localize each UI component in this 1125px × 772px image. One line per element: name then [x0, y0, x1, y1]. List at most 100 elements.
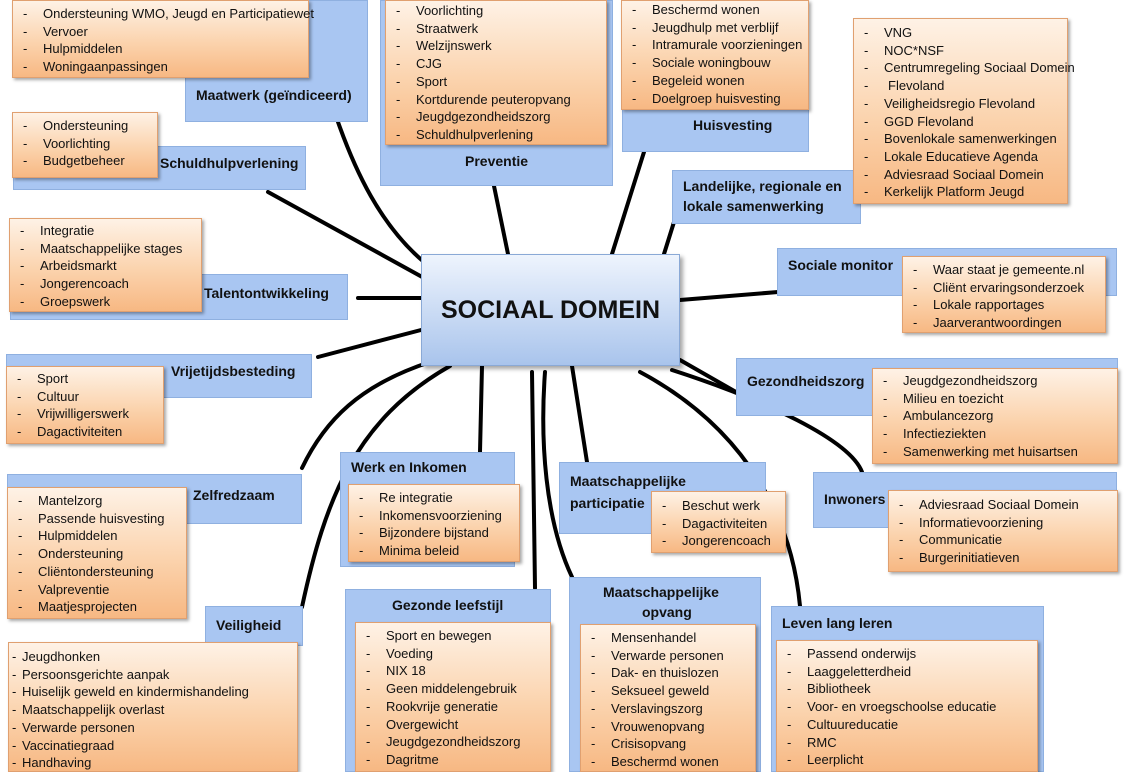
connector-participatie	[570, 364, 589, 464]
list-item: Bijzondere bijstand	[349, 524, 519, 542]
list-item: Inkomensvoorziening	[349, 507, 519, 525]
list-leren: Passend onderwijs Laaggeletterdheid Bibl…	[776, 640, 1038, 772]
connector-vrijetijd	[316, 328, 423, 359]
list-item: Sociale woningbouw	[622, 54, 808, 72]
list-item: Jongerencoach	[652, 532, 785, 550]
category-landelijke: Landelijke, regionale en lokale samenwer…	[672, 170, 861, 224]
list-veiligheid: Jeugdhonken Persoonsgerichte aanpak Huis…	[8, 642, 298, 772]
list-item: Vrouwenopvang	[581, 718, 755, 736]
list-item: Ondersteuning WMO, Jeugd en Participatie…	[13, 5, 314, 23]
list-item: Geen middelengebruik	[356, 680, 550, 698]
list-item: Intramurale voorzieningen	[622, 36, 808, 54]
list-item: Milieu en toezicht	[873, 390, 1117, 408]
category-title: Inwoners	[824, 491, 886, 507]
list-item: Laaggeletterdheid	[777, 663, 1037, 681]
list-monitor: Waar staat je gemeente.nl Cliënt ervarin…	[902, 256, 1106, 333]
list-item: Doelgroep huisvesting	[622, 90, 808, 108]
list-item: Maatjesprojecten	[8, 598, 186, 616]
list-item: Verslavingszorg	[581, 700, 755, 718]
list-item: Straatwerk	[386, 20, 606, 38]
list-inwoners: Adviesraad Sociaal Domein Informatievoor…	[888, 490, 1118, 572]
list-item: Seksueel geweld	[581, 682, 755, 700]
connector-opvang	[541, 370, 574, 579]
list-gezondheid: Jeugdgezondheidszorg Milieu en toezicht …	[872, 368, 1118, 464]
list-item: Mantelzorg	[8, 492, 186, 510]
list-item: NIX 18	[356, 662, 550, 680]
list-item: Jaarverantwoordingen	[903, 314, 1105, 332]
list-item: Beschut werk	[652, 497, 785, 515]
list-item: Jeugdhonken	[9, 648, 297, 666]
list-item: Begeleid wonen	[622, 72, 808, 90]
list-item: Dagactiviteiten	[652, 515, 785, 533]
list-participatie: Beschut werk Dagactiviteiten Jongerencoa…	[651, 491, 786, 553]
list-item: Ondersteuning	[8, 545, 186, 563]
category-title-line-1: Landelijke, regionale en	[683, 178, 842, 194]
connector-leefstijl	[530, 370, 537, 590]
list-item: Re integratie	[349, 489, 519, 507]
list-item: Communicatie	[889, 531, 1117, 549]
category-title-line-1: Maatschappelijke	[570, 473, 686, 489]
list-preventie: Voorlichting Straatwerk Welzijnswerk CJG…	[385, 0, 607, 145]
list-item: Centrumregeling Sociaal Domein	[854, 59, 1075, 77]
list-talent: Integratie Maatschappelijke stages Arbei…	[9, 218, 202, 312]
list-item: Rookvrije generatie	[356, 698, 550, 716]
category-title: Leven lang leren	[782, 615, 893, 631]
list-item: Persoonsgerichte aanpak	[9, 666, 297, 684]
connector-huisvesting	[610, 150, 646, 256]
list-item: Sport en bewegen	[356, 627, 550, 645]
category-veiligheid: Veiligheid	[205, 606, 303, 646]
list-item: Samenwerking met huisartsen	[873, 443, 1117, 461]
list-item: Welzijnswerk	[386, 37, 606, 55]
list-item: Sport	[7, 370, 163, 388]
list-item: Vervoer	[13, 23, 308, 41]
list-item: Huiselijk geweld en kindermishandeling	[9, 683, 297, 701]
list-item: Voeding	[356, 645, 550, 663]
category-title: Preventie	[465, 153, 529, 169]
list-werk: Re integratie Inkomensvoorziening Bijzon…	[348, 484, 520, 562]
list-item: Maatschappelijk overlast	[9, 701, 297, 719]
connector-schuldhulp	[266, 190, 426, 280]
connector-werk	[478, 364, 484, 454]
list-item: Handhaving	[9, 754, 297, 772]
list-item: Informatievoorziening	[889, 514, 1117, 532]
connector-monitor	[678, 290, 780, 302]
category-title: Maatwerk (geïndiceerd)	[196, 87, 352, 103]
list-item: Infectieziekten	[873, 425, 1117, 443]
list-item: Verwarde personen	[9, 719, 297, 737]
list-item: Groepswerk	[10, 293, 201, 311]
list-item: Beschermd wonen	[622, 1, 808, 19]
category-title: Gezonde leefstijl	[392, 597, 504, 613]
list-item: Bovenlokale samenwerkingen	[854, 130, 1067, 148]
list-item: Passend onderwijs	[777, 645, 1037, 663]
list-item: Hulpmiddelen	[13, 40, 308, 58]
connector-preventie	[492, 184, 510, 256]
list-item: RMC	[777, 734, 1037, 752]
list-item: Hulpmiddelen	[8, 527, 186, 545]
list-maatwerk: Ondersteuning WMO, Jeugd en Participatie…	[12, 0, 314, 78]
list-item: Passende huisvesting	[8, 510, 186, 528]
list-item: Ondersteuning	[13, 117, 157, 135]
list-item: NOC*NSF	[854, 42, 1067, 60]
list-item: Cliënt ervaringsonderzoek	[903, 279, 1105, 297]
category-title-line-2: opvang	[642, 604, 692, 620]
list-item: Ambulancezorg	[873, 407, 1117, 425]
list-item: Mensenhandel	[581, 629, 755, 647]
list-item: Overgewicht	[356, 716, 550, 734]
central-node: SOCIAAL DOMEIN	[421, 254, 680, 366]
list-item: Valpreventie	[8, 581, 186, 599]
list-item: Waar staat je gemeente.nl	[903, 261, 1105, 279]
list-item: Minima beleid	[349, 542, 519, 560]
connector-gezondheid	[678, 358, 738, 394]
list-item: Dagactiviteiten	[7, 423, 163, 441]
list-leefstijl: Sport en bewegen Voeding NIX 18 Geen mid…	[355, 622, 551, 772]
list-item: Kortdurende peuteropvang	[386, 91, 606, 109]
connector-maatwerk	[336, 120, 426, 264]
list-item: Crisisopvang	[581, 735, 755, 753]
list-item: Woningaanpassingen	[13, 58, 308, 76]
list-item: Sport	[386, 73, 606, 91]
list-item: Jeugdhulp met verblijf	[622, 19, 808, 37]
category-title: Schuldhulpverlening	[160, 155, 299, 171]
list-item: Dagritme	[356, 751, 550, 769]
list-item: Maatschappelijke stages	[10, 240, 201, 258]
list-item: Bibliotheek	[777, 680, 1037, 698]
